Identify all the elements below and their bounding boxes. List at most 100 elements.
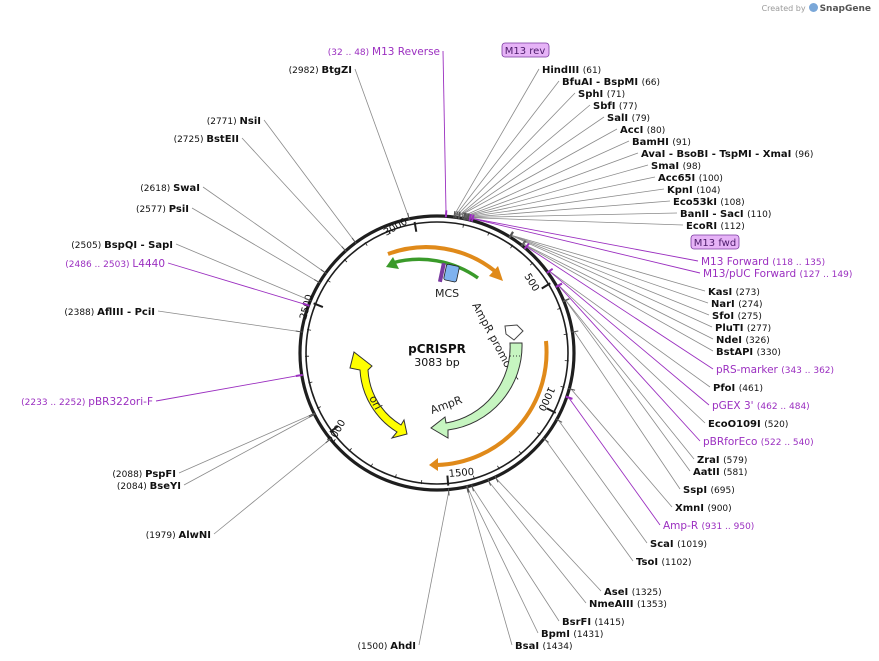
enzyme-label-24: SspI (695) xyxy=(683,485,735,496)
enzyme-label-13: EcoRI (112) xyxy=(686,221,745,232)
enzyme-tick-7 xyxy=(462,212,466,220)
enzyme-leader-14 xyxy=(510,234,706,292)
enzyme-leader-29 xyxy=(488,481,587,604)
enzyme-tick-42 xyxy=(308,413,316,418)
enzyme-leader-13 xyxy=(468,217,684,226)
enzyme-label-19: BstAPI (330) xyxy=(716,347,781,358)
primer-label-7: (2486 .. 2503) L4440 xyxy=(65,258,165,270)
primer-label-2: M13/pUC Forward (127 .. 149) xyxy=(703,268,852,280)
enzyme-leader-16 xyxy=(510,234,710,316)
enzyme-leader-1 xyxy=(455,80,560,216)
enzyme-label-37: (2618) SwaI xyxy=(140,183,200,194)
enzyme-leader-20 xyxy=(548,270,711,388)
ruler-label-500: 500 xyxy=(521,272,540,294)
ruler-minor-tick xyxy=(473,475,475,480)
enzyme-leader-22 xyxy=(565,299,695,460)
enzyme-tick-29 xyxy=(487,478,492,486)
enzyme-leader-11 xyxy=(467,200,671,218)
enzyme-leader-37 xyxy=(202,186,325,273)
ruler-label-3000: 3000 xyxy=(382,216,410,238)
enzyme-tick-30 xyxy=(471,484,474,492)
enzyme-label-20: PfoI (461) xyxy=(713,383,763,394)
enzyme-tick-9 xyxy=(464,212,467,220)
enzyme-leader-35 xyxy=(263,119,355,242)
lac-orange-arc-head xyxy=(489,266,503,281)
ruler-minor-tick xyxy=(462,223,465,228)
enzyme-leader-27 xyxy=(545,439,634,562)
enzyme-tick-2 xyxy=(456,211,459,219)
primer-leader-3 xyxy=(526,246,714,370)
primer-tick-2 xyxy=(470,214,475,222)
enzyme-tick-1 xyxy=(454,211,457,219)
primer-leader-1 xyxy=(470,217,699,262)
enzyme-leader-25 xyxy=(570,388,673,508)
enzyme-label-9: Acc65I (100) xyxy=(658,173,723,184)
enzyme-leader-7 xyxy=(463,152,639,218)
primer-label-0: (32 .. 48) M13 Reverse xyxy=(328,46,440,58)
enzyme-leader-6 xyxy=(462,140,630,217)
m13-rev-badge-text: M13 rev xyxy=(505,46,546,57)
enzyme-tick-22 xyxy=(562,298,570,302)
enzyme-leader-10 xyxy=(466,188,665,218)
primer-leader-0 xyxy=(442,50,447,215)
enzyme-tick-23 xyxy=(562,298,570,303)
enzyme-leader-41 xyxy=(178,413,313,474)
enzyme-tick-41 xyxy=(308,412,316,417)
ruler-minor-tick xyxy=(308,381,313,384)
enzyme-tick-27 xyxy=(542,437,549,443)
primer-label-5: pBRforEco (522 .. 540) xyxy=(703,436,814,448)
primer-label-3: pRS-marker (343 .. 362) xyxy=(716,364,834,376)
enzyme-leader-40 xyxy=(157,310,300,333)
enzyme-leader-4 xyxy=(459,116,605,217)
primer-tick-1 xyxy=(468,213,473,222)
enzyme-leader-38 xyxy=(191,207,318,282)
enzyme-label-40: (2388) AflIII - PciI xyxy=(64,307,155,318)
enzyme-label-25: XmnI (900) xyxy=(675,503,732,514)
enzyme-leader-31 xyxy=(467,488,539,634)
primer-tick-5 xyxy=(555,282,563,288)
enzyme-label-42: (2084) BseYI xyxy=(117,481,181,492)
ampr-promoter-arrow xyxy=(504,324,524,341)
enzyme-tick-40 xyxy=(295,330,303,333)
enzyme-tick-26 xyxy=(555,418,563,423)
ruler-minor-tick xyxy=(307,329,312,331)
ruler-minor-tick xyxy=(348,448,352,452)
enzyme-leader-21 xyxy=(557,284,706,424)
mcs-block xyxy=(443,263,460,283)
ruler-minor-tick xyxy=(563,333,568,336)
ruler-minor-tick xyxy=(560,385,565,388)
ruler-minor-tick xyxy=(497,465,500,470)
ruler-minor-tick xyxy=(388,229,391,234)
ruler-label-2500: 2500 xyxy=(298,293,315,320)
enzyme-label-39: (2505) BspQI - SapI xyxy=(71,240,173,251)
ruler-minor-tick xyxy=(364,242,368,246)
enzyme-leader-8 xyxy=(464,164,649,218)
enzyme-tick-6 xyxy=(461,212,464,220)
enzyme-label-38: (2577) PsiI xyxy=(136,204,189,215)
lac-green-arc xyxy=(391,257,480,280)
enzyme-leader-36 xyxy=(241,137,345,250)
enzyme-leader-24 xyxy=(574,331,681,490)
enzyme-leader-30 xyxy=(472,487,560,622)
primer-label-4: pGEX 3' (462 .. 484) xyxy=(712,400,810,412)
primer-tick-4 xyxy=(546,268,554,274)
enzyme-tick-36 xyxy=(341,246,347,252)
enzyme-label-23: AatII (581) xyxy=(693,467,747,478)
enzyme-tick-17 xyxy=(509,231,514,239)
enzyme-tick-24 xyxy=(571,330,579,333)
enzyme-leader-9 xyxy=(465,176,656,218)
ruler-minor-tick xyxy=(487,231,490,236)
leader-lines xyxy=(155,50,714,646)
ruler-minor-tick xyxy=(529,262,534,266)
lac-green-arc-head xyxy=(386,257,399,269)
site-labels: HindIII (61)BfuAI - BspMI (66)SphI (71)S… xyxy=(21,46,852,652)
enzyme-label-33: (1500) AhdI xyxy=(357,641,416,652)
primer-leader-8 xyxy=(155,374,300,402)
ruler-tick-3000 xyxy=(413,221,418,232)
enzyme-label-32: BsaI (1434) xyxy=(515,641,572,652)
enzyme-label-26: ScaI (1019) xyxy=(650,539,707,550)
primer-leader-5 xyxy=(558,285,701,442)
ruler-label-1500: 1500 xyxy=(448,467,474,480)
enzyme-label-27: TsoI (1102) xyxy=(636,557,691,568)
